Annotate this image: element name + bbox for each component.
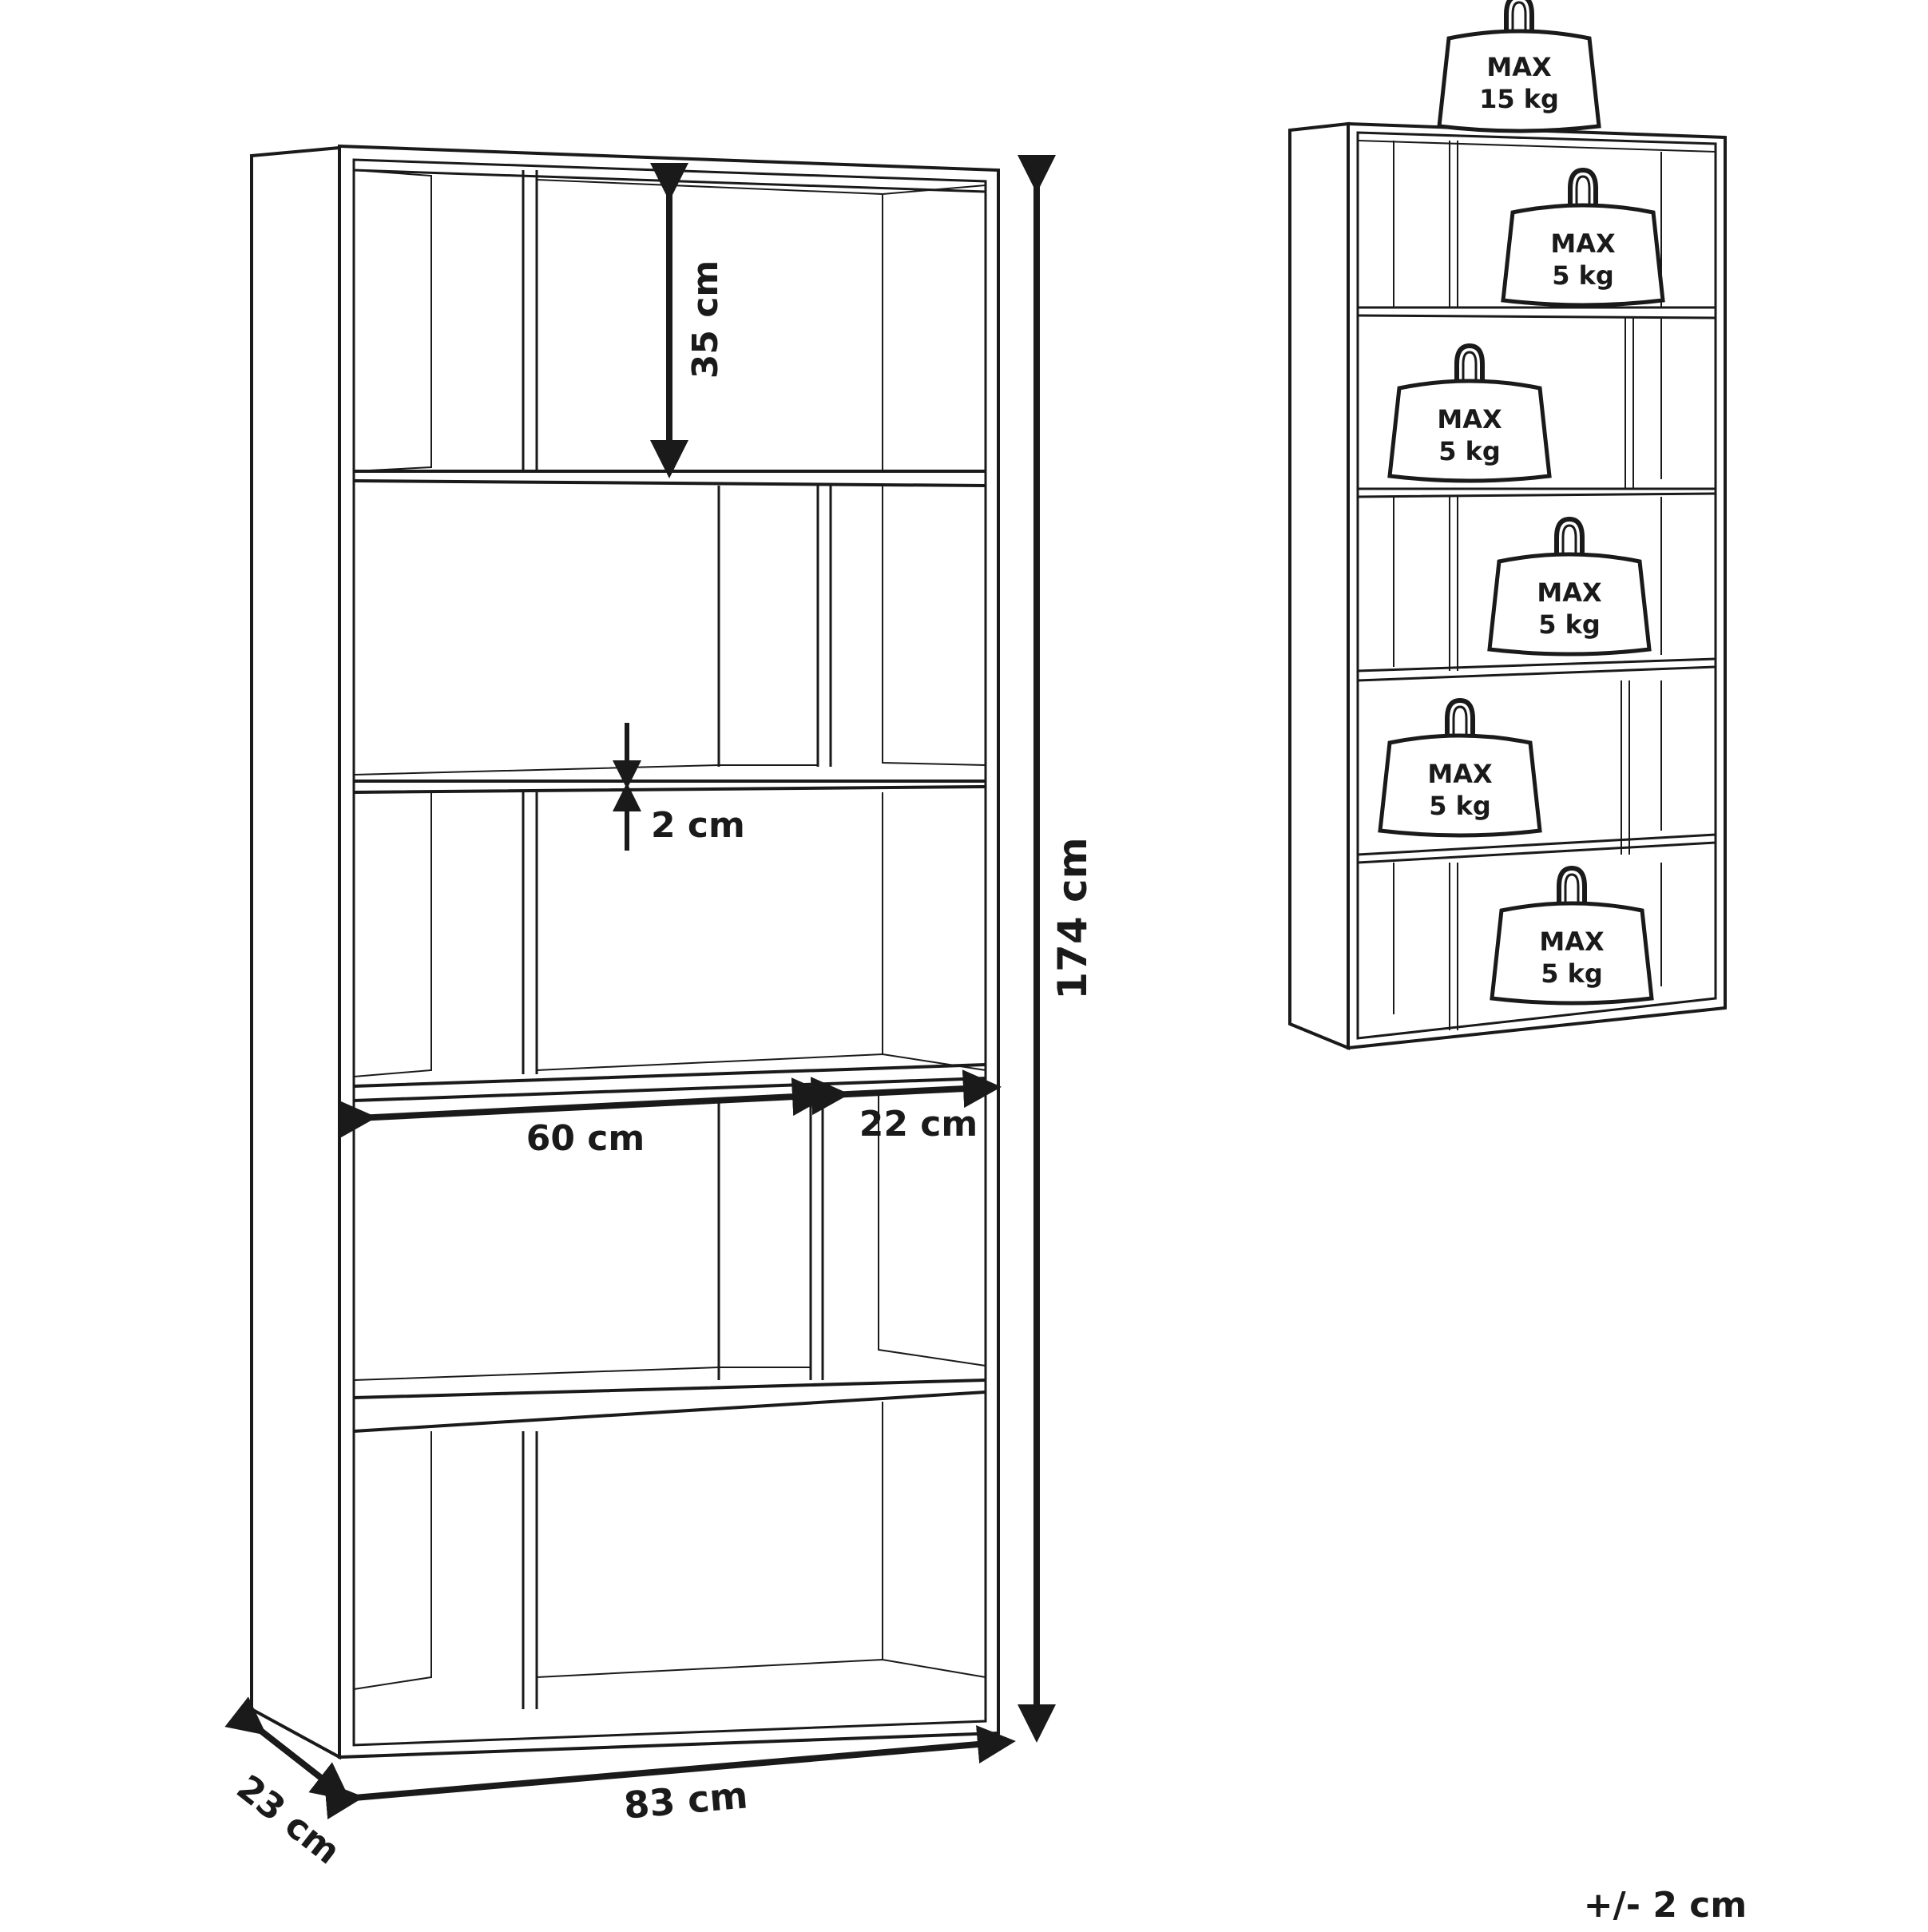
frame-inner	[352, 158, 987, 1747]
svg-text:5 kg: 5 kg	[1541, 958, 1603, 989]
svg-text:MAX: MAX	[1427, 759, 1493, 789]
total-width-label: 83 cm	[622, 1773, 749, 1827]
main-bookcase	[250, 144, 1000, 1760]
depth-arrow	[224, 1696, 351, 1801]
shelf-thickness-label: 2 cm	[651, 805, 745, 846]
svg-text:MAX: MAX	[1437, 404, 1502, 434]
compartment-4	[353, 1094, 986, 1433]
total-height-label: 174 cm	[1049, 837, 1096, 1000]
width-60-arrow	[337, 1077, 831, 1139]
compartment-3	[353, 792, 986, 1102]
shelf-weight-2: MAX 5 kg	[1390, 346, 1549, 481]
width-22-arrow	[810, 1069, 1002, 1116]
shelf-weight-1: MAX 5 kg	[1503, 170, 1663, 305]
svg-text:5 kg: 5 kg	[1438, 436, 1501, 466]
compartment-5	[353, 1402, 986, 1709]
load-bookcase: MAX 15 kg MAX 5 kg MAX 5 kg MAX 5 kg MAX…	[1288, 0, 1727, 1050]
shelf-weight-5: MAX 5 kg	[1492, 868, 1652, 1003]
svg-text:MAX: MAX	[1550, 228, 1616, 259]
load-frame-outer	[1347, 121, 1727, 1050]
svg-text:5 kg: 5 kg	[1552, 260, 1614, 291]
shelf-weight-4: MAX 5 kg	[1380, 700, 1540, 835]
compartment-height-label: 35 cm	[685, 260, 726, 379]
svg-text:MAX: MAX	[1537, 577, 1602, 608]
svg-text:5 kg: 5 kg	[1429, 791, 1491, 821]
svg-text:15 kg: 15 kg	[1479, 84, 1559, 114]
tolerance-label: +/- 2 cm	[1584, 1885, 1747, 1926]
svg-text:MAX: MAX	[1486, 52, 1552, 82]
narrow-compartment-label: 22 cm	[859, 1104, 978, 1145]
compartment-2	[353, 486, 986, 794]
shelf-weight-3: MAX 5 kg	[1490, 519, 1649, 654]
top-weight: MAX 15 kg	[1439, 0, 1599, 131]
side-panel	[250, 145, 341, 1760]
svg-text:MAX: MAX	[1539, 926, 1605, 957]
dimension-annotations: 35 cm 2 cm 174 cm 60 cm 22 cm 83 cm 23 c…	[224, 155, 1747, 1926]
svg-text:5 kg: 5 kg	[1538, 609, 1601, 640]
wide-compartment-label: 60 cm	[526, 1118, 645, 1159]
width-83-arrow	[324, 1725, 1016, 1819]
load-side-panel	[1288, 121, 1350, 1050]
